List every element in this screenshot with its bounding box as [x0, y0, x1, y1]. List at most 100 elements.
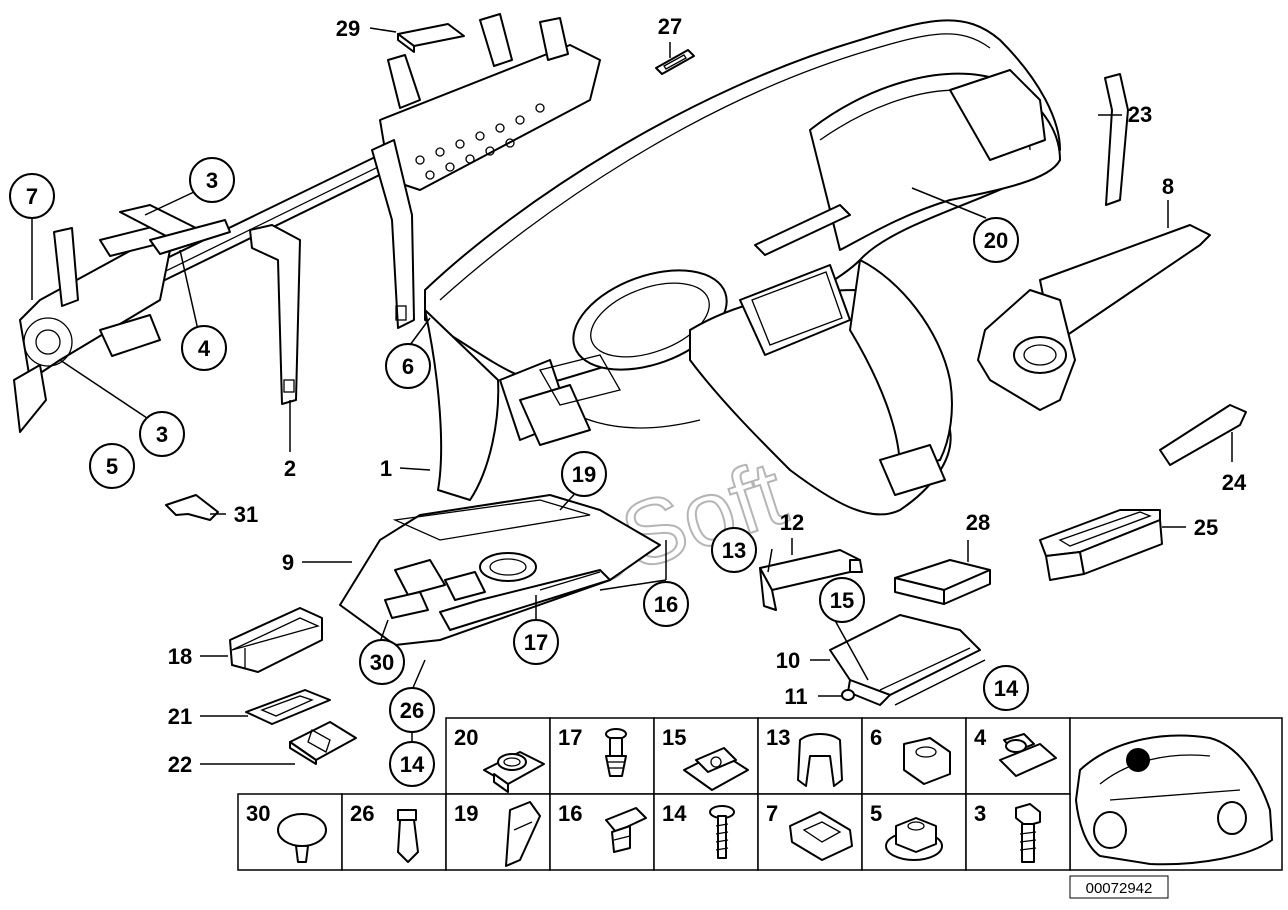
svg-text:14: 14 [400, 752, 425, 777]
part-27-clip[interactable] [655, 49, 695, 75]
clip-19-icon [505, 801, 541, 867]
clip-13-icon [797, 733, 843, 787]
hw-label-5: 5 [870, 801, 882, 826]
clip-7-icon [789, 811, 853, 861]
callout-18: 18 [168, 644, 192, 669]
callout-20: 20 [973, 217, 1019, 263]
callout-21: 21 [168, 704, 192, 729]
callout-9: 9 [282, 550, 294, 575]
callout-29: 29 [336, 16, 360, 41]
hw-label-19: 19 [454, 801, 478, 826]
callout-3-upper: 3 [189, 157, 235, 203]
callout-1: 1 [380, 456, 392, 481]
part-1-dashboard[interactable] [424, 19, 1061, 516]
callout-12: 12 [780, 510, 804, 535]
hw-label-15: 15 [662, 725, 686, 750]
svg-text:4: 4 [198, 336, 211, 361]
svg-text:26: 26 [400, 698, 424, 723]
part-28-pad[interactable] [894, 559, 991, 605]
callout-22: 22 [168, 752, 192, 777]
callout-31: 31 [234, 502, 258, 527]
callout-11: 11 [784, 684, 807, 709]
flange-nut-icon [885, 817, 943, 861]
hw-label-20: 20 [454, 725, 478, 750]
grommet-icon [483, 751, 545, 793]
callout-4: 4 [181, 325, 227, 371]
clip-nut-icon [999, 733, 1057, 777]
leader-lines [31, 27, 1233, 765]
svg-text:13: 13 [722, 538, 746, 563]
svg-text:19: 19 [572, 462, 596, 487]
callout-27: 27 [658, 14, 682, 39]
svg-text:7: 7 [26, 184, 38, 209]
callout-28: 28 [966, 510, 990, 535]
callout-2: 2 [284, 456, 296, 481]
spring-nut-clip-icon [683, 747, 749, 791]
callout-24: 24 [1222, 470, 1247, 495]
callout-23: 23 [1128, 102, 1152, 127]
svg-text:20: 20 [984, 228, 1008, 253]
svg-text:6: 6 [402, 354, 414, 379]
callout-7: 7 [9, 173, 55, 219]
part-21-cover[interactable] [245, 689, 331, 725]
callout-15: 15 [819, 577, 865, 623]
svg-text:00072942: 00072942 [1086, 880, 1153, 897]
location-marker [1126, 748, 1150, 772]
svg-text:3: 3 [206, 168, 218, 193]
callout-17: 17 [513, 619, 559, 665]
hex-nut-icon [903, 737, 951, 785]
hw-label-16: 16 [558, 801, 582, 826]
hw-label-6: 6 [870, 725, 882, 750]
part-23-trim-strip[interactable] [1104, 73, 1129, 206]
callout-25: 25 [1194, 515, 1218, 540]
part-25-storage[interactable] [1039, 509, 1163, 581]
svg-text:3: 3 [156, 422, 168, 447]
part-10-glovebox[interactable] [829, 614, 981, 706]
part-18-cover[interactable] [229, 607, 323, 673]
car-locator-icon [1075, 734, 1273, 866]
clip-26-icon [397, 809, 419, 863]
diagram-id: 00072942 [1069, 875, 1169, 899]
svg-text:17: 17 [524, 630, 548, 655]
callout-8: 8 [1162, 174, 1174, 199]
hw-label-30: 30 [246, 801, 270, 826]
callout-5: 5 [89, 443, 135, 489]
push-rivet-icon [605, 728, 627, 777]
hw-label-13: 13 [766, 725, 790, 750]
hw-label-26: 26 [350, 801, 374, 826]
part-8-trim-panel[interactable] [977, 224, 1211, 411]
hw-label-3: 3 [974, 801, 986, 826]
callout-10: 10 [776, 648, 800, 673]
clip-16-icon [605, 807, 647, 853]
part-29-pad[interactable] [397, 23, 465, 53]
hw-label-17: 17 [558, 725, 582, 750]
clip-30-icon [277, 813, 327, 863]
part-12-bracket[interactable] [759, 549, 863, 611]
svg-text:5: 5 [106, 454, 118, 479]
callout-30: 30 [359, 639, 405, 685]
callout-16: 16 [643, 581, 689, 627]
callout-19: 19 [561, 451, 607, 497]
svg-text:16: 16 [654, 592, 678, 617]
part-31-bracket[interactable] [165, 494, 219, 521]
hw-label-4: 4 [974, 725, 987, 750]
part-9-center-console[interactable] [339, 494, 661, 646]
part-cross-car-beam[interactable] [13, 13, 601, 433]
svg-text:14: 14 [994, 676, 1019, 701]
hardware-table: 20 17 15 13 6 4 30 26 19 16 14 7 5 3 [237, 717, 1283, 871]
hw-label-14: 14 [662, 801, 687, 826]
svg-text:30: 30 [370, 650, 394, 675]
hw-label-7: 7 [766, 801, 778, 826]
callout-6: 6 [385, 343, 431, 389]
callout-13: 13 [711, 527, 757, 573]
part-24-strip[interactable] [1159, 404, 1247, 466]
callout-26: 26 [389, 687, 435, 733]
callout-3-lower: 3 [139, 411, 185, 457]
svg-text:15: 15 [830, 588, 854, 613]
callout-14-right: 14 [983, 665, 1029, 711]
screw-14-icon [709, 805, 735, 859]
bolt-3-icon [1015, 803, 1041, 863]
part-22-bracket[interactable] [289, 721, 357, 765]
callout-14-left: 14 [389, 741, 435, 787]
